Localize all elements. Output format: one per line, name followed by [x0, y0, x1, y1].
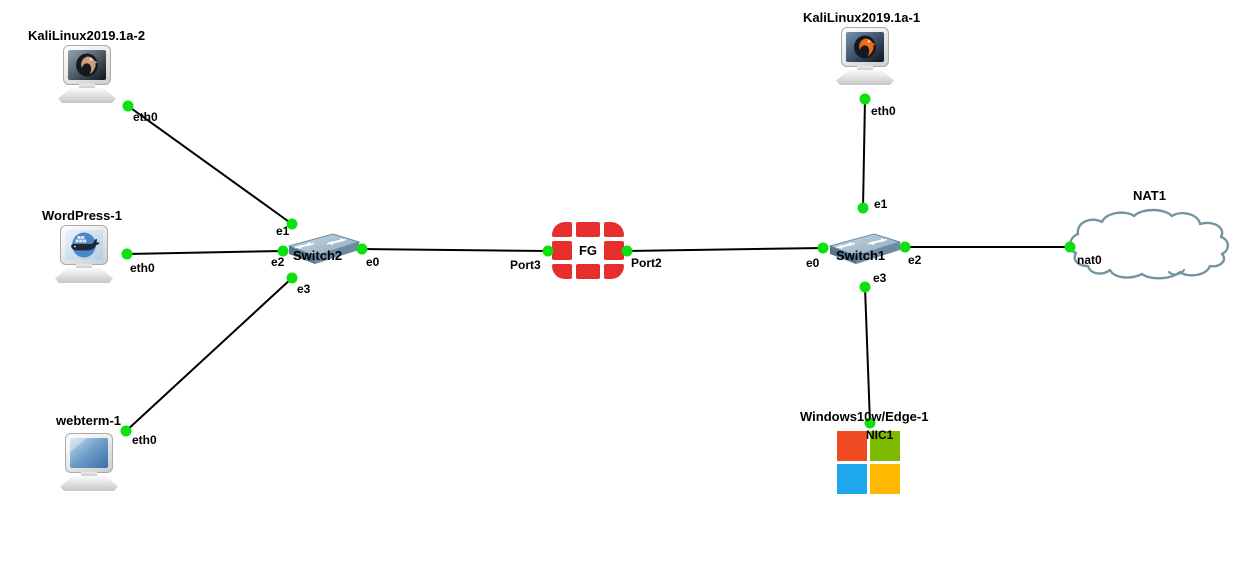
node-wordpress[interactable]	[55, 225, 113, 283]
monitor-neck	[76, 264, 92, 269]
node-label-kali1: KaliLinux2019.1a-1	[803, 10, 921, 25]
port-dot-switch2-e1	[286, 218, 298, 230]
port-dot-switch2-e2	[277, 245, 289, 257]
port-label-fg-port2: Port2	[631, 256, 662, 270]
port-label-switch1-e0: e0	[806, 256, 820, 270]
ms-square-green	[870, 431, 900, 461]
monitor-base	[55, 268, 113, 283]
kali-linux-icon	[63, 45, 111, 85]
port-dot-kali2-eth0	[122, 100, 134, 112]
node-windows10 microsoft-logo-icon[interactable]	[837, 431, 900, 494]
monitor-base	[58, 88, 116, 103]
fortigate-brick	[604, 264, 624, 279]
port-label-nat1-nat0: nat0	[1077, 253, 1102, 267]
port-label-switch2-e3: e3	[297, 282, 311, 296]
port-label-windows10-nic1: NIC1	[866, 428, 894, 442]
port-dot-windows10-nic1	[864, 417, 876, 429]
port-dot-fg-port3	[542, 245, 554, 257]
port-label-switch1-e2: e2	[908, 253, 922, 267]
port-dot-switch2-e3	[286, 272, 298, 284]
node-label-nat1: NAT1	[1133, 188, 1166, 203]
node-label-wordpress: WordPress-1	[42, 208, 122, 223]
fortigate-brick	[552, 241, 572, 260]
node-kali1[interactable]	[836, 27, 894, 85]
node-label-switch1: Switch1	[836, 248, 886, 263]
docker-computer-icon	[60, 225, 108, 265]
port-dot-switch1-e0	[817, 242, 829, 254]
port-label-webterm-eth0: eth0	[132, 433, 157, 447]
port-dot-switch1-e3	[859, 281, 871, 293]
port-dot-switch2-e0	[356, 243, 368, 255]
ms-square-blue	[837, 464, 867, 494]
node-label-windows10: Windows10w/Edge-1	[800, 409, 929, 424]
webterm-computer-icon	[65, 433, 113, 473]
port-label-wordpress-eth0: eth0	[130, 261, 155, 275]
link-fg-switch1[interactable]	[626, 247, 824, 252]
port-label-kali1-eth0: eth0	[871, 104, 896, 118]
monitor-base	[836, 70, 894, 85]
node-label-kali2: KaliLinux2019.1a-2	[28, 28, 146, 43]
monitor-neck	[79, 84, 95, 89]
port-label-switch2-e1: e1	[276, 224, 290, 238]
port-label-kali2-eth0: eth0	[133, 110, 158, 124]
port-label-switch2-e0: e0	[366, 255, 380, 269]
kali-linux-icon	[841, 27, 889, 67]
link-webterm-switch2[interactable]	[125, 277, 293, 432]
fortigate-brick	[576, 222, 600, 237]
ms-square-red	[837, 431, 867, 461]
fortigate-brick	[604, 222, 624, 237]
port-dot-switch1-e1	[857, 202, 869, 214]
port-dot-nat1-nat0	[1064, 241, 1076, 253]
port-dot-kali1-eth0	[859, 93, 871, 105]
port-label-fg-port3: Port3	[510, 258, 541, 272]
ethernet-switch-icon	[828, 233, 902, 264]
fortigate-brick	[576, 264, 600, 279]
node-fg fortigate-icon[interactable]	[552, 222, 624, 279]
port-dot-switch1-e2	[899, 241, 911, 253]
link-switch2-fg[interactable]	[361, 248, 549, 252]
port-label-switch1-e3: e3	[873, 271, 887, 285]
monitor-neck	[857, 66, 873, 71]
port-dot-fg-port2	[621, 245, 633, 257]
monitor-base	[60, 476, 118, 491]
fortigate-brick	[552, 264, 572, 279]
node-nat1[interactable]	[1066, 206, 1232, 287]
cloud-icon	[1069, 208, 1230, 280]
node-switch2[interactable]	[287, 231, 361, 270]
node-label-switch2: Switch2	[293, 248, 343, 263]
link-kali2-switch2[interactable]	[127, 105, 293, 225]
port-dot-webterm-eth0	[120, 425, 132, 437]
link-switch1-windows10[interactable]	[864, 286, 871, 424]
link-wordpress-switch2[interactable]	[126, 250, 284, 255]
ms-square-yellow	[870, 464, 900, 494]
node-label-webterm: webterm-1	[56, 413, 122, 428]
node-label-fg: FG	[578, 243, 598, 258]
monitor-neck	[81, 472, 97, 477]
ethernet-switch-icon	[287, 233, 361, 264]
port-label-switch2-e2: e2	[271, 255, 285, 269]
node-kali2[interactable]	[58, 45, 116, 103]
fortigate-brick	[604, 241, 624, 260]
node-webterm[interactable]	[60, 433, 118, 491]
port-dot-wordpress-eth0	[121, 248, 133, 260]
link-switch1-kali1[interactable]	[862, 98, 866, 209]
fortigate-brick	[552, 222, 572, 237]
node-switch1[interactable]	[828, 231, 902, 270]
port-label-switch1-e1: e1	[874, 197, 888, 211]
